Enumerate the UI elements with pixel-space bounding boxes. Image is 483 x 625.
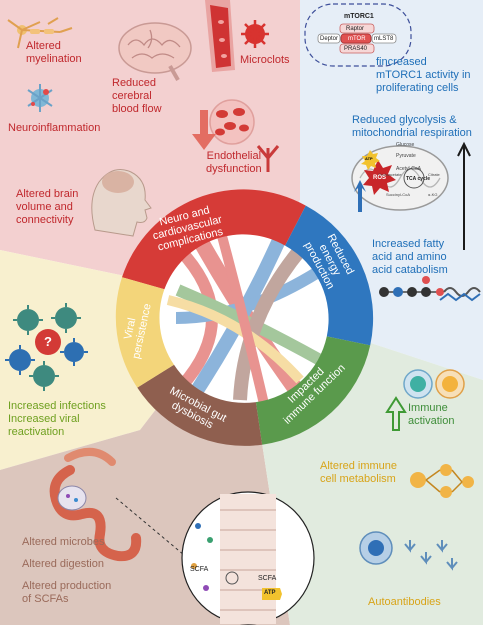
microclot-icon xyxy=(241,20,269,48)
mito-glucose: Glucose xyxy=(396,142,415,148)
ros-label: ROS xyxy=(373,175,387,181)
immune-up-arrow-icon xyxy=(385,396,407,431)
mito-akg: α-KG xyxy=(428,192,438,197)
blood-vessel-icon xyxy=(205,0,235,72)
wheel-segment-energy xyxy=(285,205,374,346)
mtorc-part-mtor: mTOR xyxy=(348,36,366,42)
intestine-icon xyxy=(49,448,142,562)
immune-activation-label: Immune activation xyxy=(408,402,455,427)
scfa-label-lumen: SCFA xyxy=(190,566,209,573)
fatty-acid-chain-icon xyxy=(439,287,481,302)
wheel-segment-viral xyxy=(115,277,174,388)
wheel-segment-neuro xyxy=(122,189,306,290)
atp-label-gut: ATP xyxy=(264,590,276,596)
atp-burst-icon xyxy=(361,150,380,170)
b-cell-antibodies-icon xyxy=(359,531,458,571)
mito-tca: TCA cycle xyxy=(406,176,430,182)
down-arrow-icon xyxy=(192,110,216,150)
gut-lumen-zoom-icon xyxy=(181,491,315,625)
wheel-segment-gut xyxy=(137,364,263,446)
atp-burst-label: ATP xyxy=(365,156,373,161)
mtorc1-complex-icon xyxy=(304,3,412,67)
endothelial-dysfunction-label: Endothelial dysfunction xyxy=(206,150,262,175)
immune-cells-icon xyxy=(403,369,465,399)
scfa-label-cell: SCFA xyxy=(258,575,277,582)
neuroinflammation-icon xyxy=(27,84,53,112)
altered-digestion-label: Altered digestion xyxy=(22,558,104,570)
chord-wheel xyxy=(154,228,334,408)
mtorc-part-raptor: Raptor xyxy=(346,26,365,32)
amino-acid-molecule-icon xyxy=(379,276,444,297)
atp-tag-icon xyxy=(262,588,282,600)
reduced-blood-flow-label: Reduced cerebral blood flow xyxy=(112,77,162,115)
virus-cluster-icon xyxy=(5,303,88,391)
scfa-production-label: Altered production of SCFAs xyxy=(22,580,112,605)
wheel-segment-immune xyxy=(255,336,371,445)
up-arrow-black-icon xyxy=(457,141,471,250)
brain-icon xyxy=(118,22,192,81)
autoantibodies-label: Autoantibodies xyxy=(368,596,441,608)
viral-infections-label: Increased infections Increased viral rea… xyxy=(8,400,106,438)
red-blood-cells-icon xyxy=(209,99,255,145)
up-arrow-blue-icon xyxy=(354,180,366,212)
neuroinflammation-label: Neuroinflammation xyxy=(8,122,101,134)
ros-burst-icon xyxy=(363,160,396,195)
mtorc-part-deptor: Deptor xyxy=(320,36,339,42)
microbe-magnifier-icon xyxy=(57,485,87,511)
cell-network-icon xyxy=(410,464,474,498)
brain-volume-label: Altered brain volume and connectivity xyxy=(16,188,79,226)
mito-pyruvate: Pyruvate xyxy=(396,153,416,159)
head-silhouette-icon xyxy=(91,169,152,237)
mtorc-part-mlst8: mLST8 xyxy=(374,36,394,42)
zoom-line xyxy=(115,497,191,561)
glycolysis-label: Reduced glycolysis & mitochondrial respi… xyxy=(352,114,472,139)
altered-microbes-label: Altered microbes xyxy=(22,536,105,548)
microclots-label: Microclots xyxy=(240,54,290,66)
mito-citrate: Citrate xyxy=(428,172,440,177)
mito-oxaloacetate: Oxaloacetate xyxy=(378,172,402,177)
virus-question-mark: ? xyxy=(44,334,52,349)
immune-metabolism-label: Altered immune cell metabolism xyxy=(320,460,398,485)
antibody-icon xyxy=(256,145,280,172)
fatty-acid-label: Increased fatty acid and amino acid cata… xyxy=(372,238,448,276)
mito-acetyl-coa: Acetyl-CoA xyxy=(396,166,422,172)
mtorc1-increase-label: fincreased mTORC1 activity in proliferat… xyxy=(376,56,471,94)
mtorc-part-pras40: PRAS40 xyxy=(344,46,368,52)
altered-myelination-label: Altered myelination xyxy=(26,40,82,65)
mtorc1-title: mTORC1 xyxy=(344,13,374,20)
mito-succinyl: Succinyl-CoA xyxy=(386,192,411,197)
neuron-icon xyxy=(7,17,73,49)
